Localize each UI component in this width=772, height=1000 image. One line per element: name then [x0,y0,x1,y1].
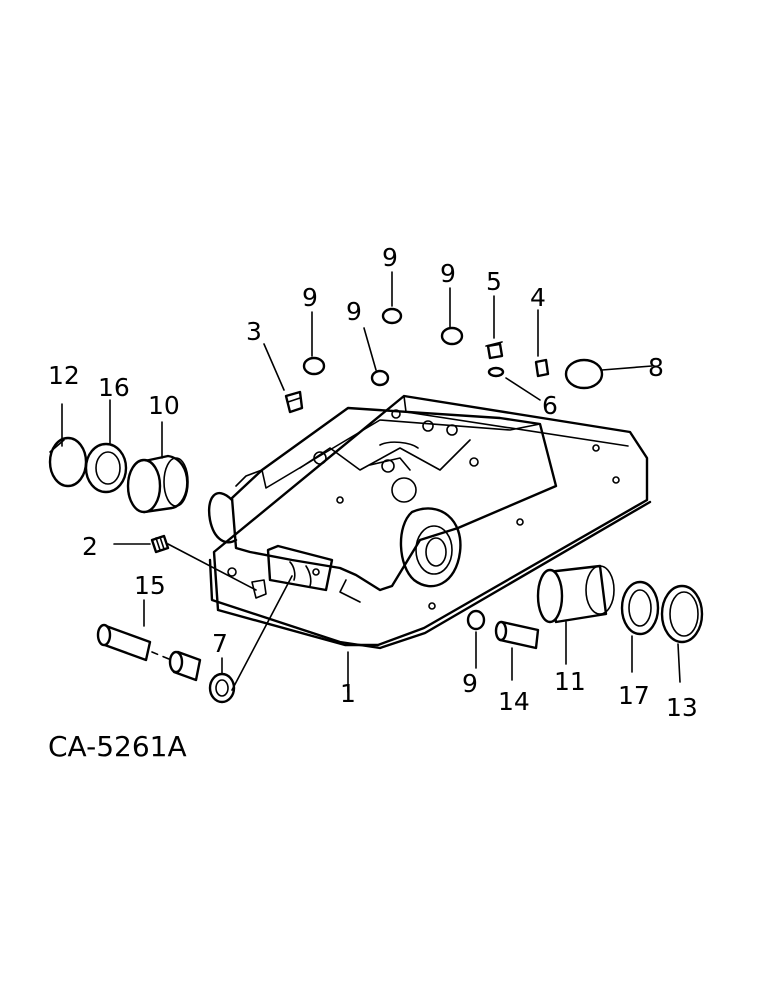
callout-10: 10 [148,391,180,420]
cover-part-12 [48,436,88,488]
o-ring-part-6 [487,366,505,378]
callout-17: 17 [618,681,650,710]
callout-12: 12 [48,361,80,390]
callout-13: 13 [666,693,698,722]
callout-4: 4 [530,283,546,312]
set-screw-part-2 [150,534,257,591]
dowel-part-14 [494,620,540,650]
plug-part-5 [485,341,504,360]
callout-labels: 12 16 10 2 15 7 3 9 9 9 9 5 4 8 6 1 9 14… [48,243,698,722]
callout-6: 6 [542,391,558,420]
callout-2: 2 [82,532,98,561]
callout-9d: 9 [440,259,456,288]
housing-part-1 [207,394,652,650]
callout-9a: 9 [302,283,318,312]
callout-16: 16 [98,373,130,402]
callout-7: 7 [212,629,228,658]
shaft-part-15 [96,623,202,682]
callout-9e: 9 [462,669,478,698]
callout-9b: 9 [346,297,362,326]
plug-part-3 [284,390,304,414]
callout-9c: 9 [382,243,398,272]
plugs-part-9 [302,307,486,631]
seal-part-16 [84,442,128,494]
callout-1: 1 [340,679,356,708]
diagram-code: CA-5261A [48,730,187,763]
cover-part-13 [660,584,704,644]
plug-part-4 [534,358,550,378]
callout-11: 11 [554,667,586,696]
sleeve-part-11 [536,564,615,624]
callout-8: 8 [648,353,664,382]
cap-part-8 [564,358,653,390]
callout-3: 3 [246,317,262,346]
sleeve-part-10 [126,454,189,514]
leader-lines [61,271,681,693]
callout-14: 14 [498,687,530,716]
seal-part-17 [620,580,660,636]
callout-15: 15 [134,571,166,600]
callout-5: 5 [486,267,502,296]
